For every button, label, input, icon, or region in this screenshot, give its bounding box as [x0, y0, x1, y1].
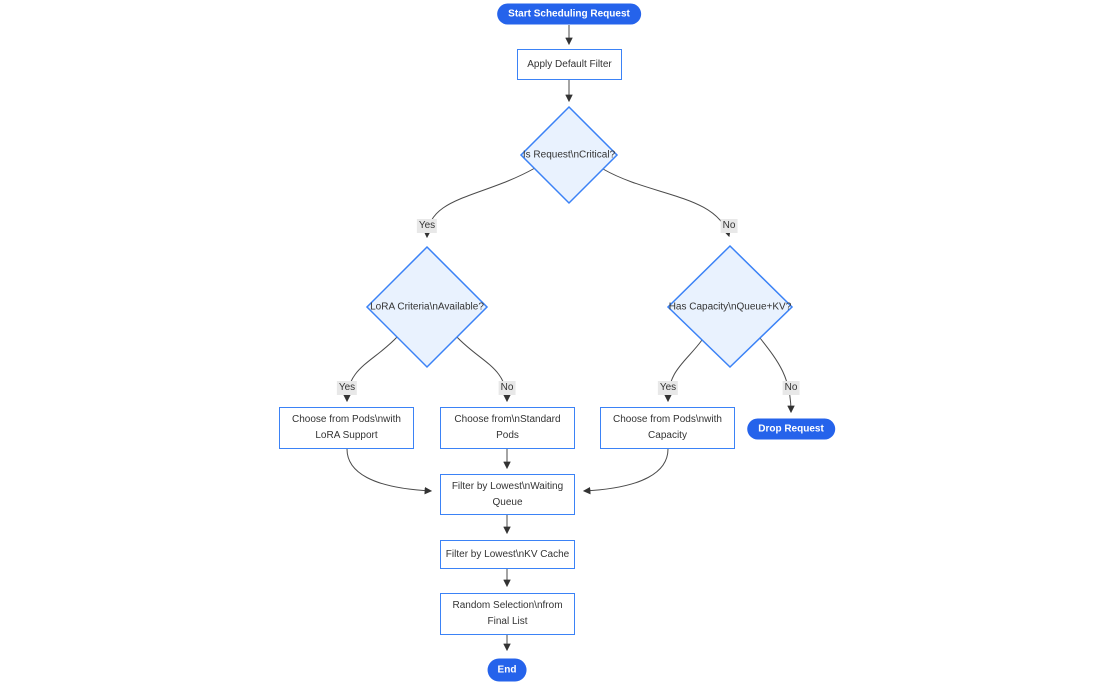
node-drop-request: Drop Request — [747, 418, 835, 440]
edge-capacity-no — [759, 337, 795, 414]
node-filter-kv-cache: Filter by Lowest\nKV Cache — [440, 540, 575, 569]
decision-is-critical-label: Is Request\nCritical? — [522, 149, 616, 161]
decision-has-capacity-label: Has Capacity\nQueue+KV? — [668, 301, 792, 313]
decision-lora-criteria-shape — [365, 245, 489, 369]
node-random-selection: Random Selection\nfrom Final List — [440, 593, 575, 635]
decision-is-critical-shape — [519, 105, 619, 205]
edge-label-capacity-no: No — [782, 381, 800, 395]
node-choose-capacity-pods: Choose from Pods\nwith Capacity — [600, 407, 735, 449]
decision-lora-criteria-label: LoRA Criteria\nAvailable? — [370, 301, 484, 313]
node-filter-waiting-queue: Filter by Lowest\nWaiting Queue — [440, 474, 575, 515]
decision-has-capacity-shape — [666, 244, 794, 369]
edge-critical-yes — [423, 167, 536, 239]
node-end: End — [487, 658, 527, 682]
edge-lorapods-to-filter — [346, 448, 433, 495]
edge-label-critical-no: No — [720, 219, 738, 233]
edge-label-capacity-yes: Yes — [657, 381, 679, 395]
node-choose-standard-pods: Choose from\nStandard Pods — [440, 407, 575, 449]
edge-label-lora-no: No — [498, 381, 516, 395]
edge-label-critical-yes: Yes — [416, 219, 438, 233]
edge-capacitypods-to-filter — [582, 448, 669, 495]
edge-critical-no — [602, 168, 731, 238]
node-start: Start Scheduling Request — [497, 3, 641, 25]
node-apply-default-filter: Apply Default Filter — [517, 49, 622, 80]
node-choose-lora-pods: Choose from Pods\nwith LoRA Support — [279, 407, 414, 449]
edge-label-lora-yes: Yes — [336, 381, 358, 395]
